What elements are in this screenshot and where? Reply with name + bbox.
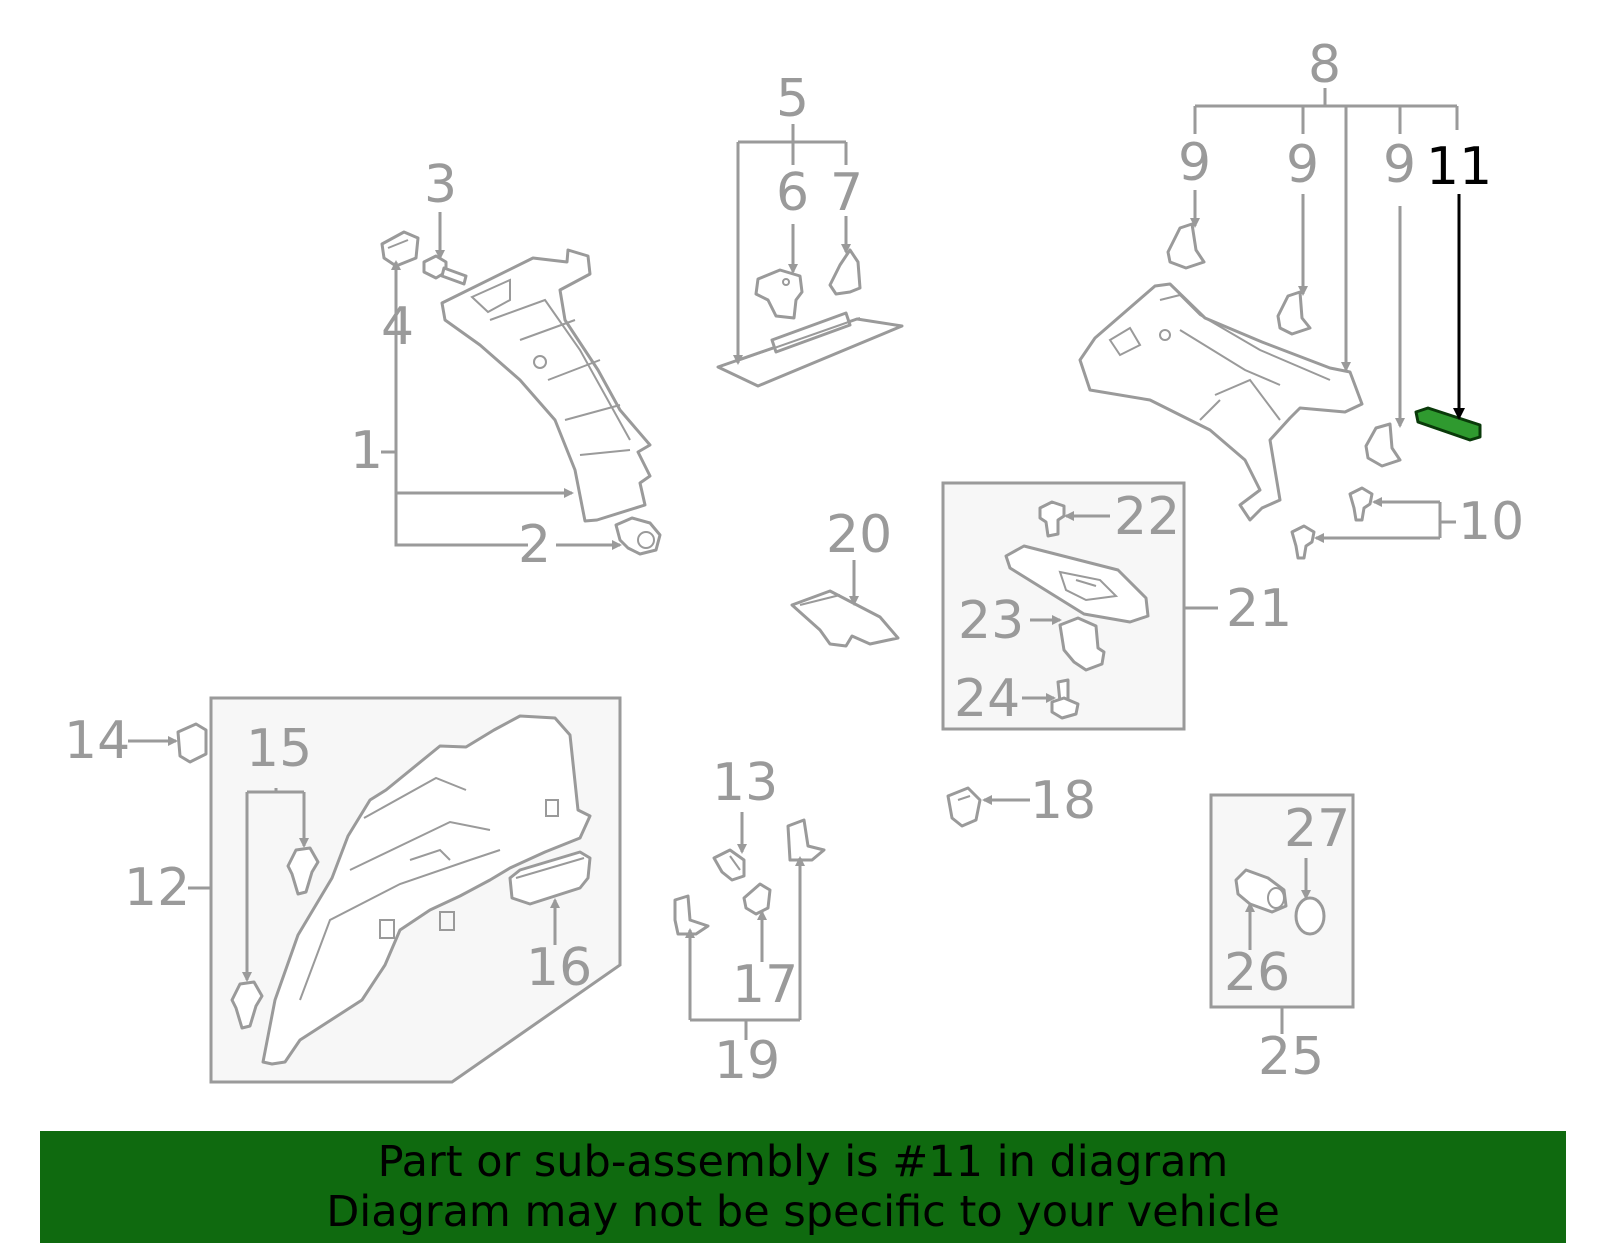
callout-18: 18 [1030, 771, 1096, 831]
part-19-clip-b[interactable] [786, 818, 826, 862]
callout-11: 11 [1426, 137, 1492, 197]
part-10-clip-a[interactable] [1348, 486, 1374, 522]
part-16-lamp[interactable] [508, 850, 592, 906]
callout-27: 27 [1284, 799, 1350, 859]
callout-4: 4 [381, 297, 414, 357]
callout-1: 1 [350, 421, 383, 481]
part-27-cap[interactable] [1294, 896, 1326, 936]
part-2-clip[interactable] [614, 516, 662, 556]
callout-26: 26 [1224, 943, 1290, 1003]
part-15-clip-a[interactable] [286, 846, 320, 896]
part-12-side-trim[interactable] [261, 714, 592, 1066]
part-9-clip-c[interactable] [1364, 422, 1402, 468]
part-23-switch[interactable] [1058, 616, 1106, 672]
part-6-bracket[interactable] [754, 268, 804, 320]
part-17-clip[interactable] [742, 882, 772, 916]
callout-16: 16 [526, 938, 592, 998]
callout-3: 3 [424, 155, 457, 215]
callout-2: 2 [518, 515, 551, 575]
callout-9c: 9 [1383, 135, 1416, 195]
part-7-bracket[interactable] [828, 248, 862, 296]
callout-7: 7 [830, 163, 863, 223]
part-1-pillar-trim[interactable] [440, 248, 652, 523]
part-11-highlighted[interactable] [1414, 406, 1482, 442]
callout-17: 17 [732, 955, 798, 1015]
part-20-trim[interactable] [790, 589, 900, 648]
part-10-clip-b[interactable] [1290, 524, 1316, 560]
callout-6: 6 [776, 163, 809, 223]
part-24-screw[interactable] [1050, 678, 1080, 720]
part-13-clip[interactable] [712, 848, 746, 882]
part-3-bolt[interactable] [422, 254, 468, 286]
callout-22: 22 [1114, 487, 1180, 547]
part-18-clip[interactable] [946, 786, 982, 828]
callout-10: 10 [1458, 492, 1524, 552]
part-5-rail[interactable] [716, 311, 904, 388]
part-4-clip[interactable] [380, 230, 420, 268]
callout-9b: 9 [1286, 135, 1319, 195]
part-21-cover[interactable] [1004, 544, 1150, 624]
callout-15: 15 [246, 719, 312, 779]
part-9-clip-a[interactable] [1166, 222, 1206, 270]
banner-line-2: Diagram may not be specific to your vehi… [326, 1187, 1280, 1237]
callout-13: 13 [712, 753, 778, 813]
part-22-clip[interactable] [1038, 500, 1066, 538]
callout-labels: 1 2 3 4 5 6 7 8 9 9 9 11 10 12 13 14 15 … [64, 35, 1524, 1091]
part-26-socket[interactable] [1234, 868, 1288, 914]
part-9-clip-b[interactable] [1276, 290, 1312, 336]
callout-12: 12 [124, 858, 190, 918]
callout-24: 24 [954, 669, 1020, 729]
callout-20: 20 [826, 505, 892, 565]
callout-14: 14 [64, 711, 130, 771]
banner-line-1: Part or sub-assembly is #11 in diagram [377, 1137, 1229, 1187]
callout-25: 25 [1258, 1027, 1324, 1087]
callout-5: 5 [776, 69, 809, 129]
callout-8: 8 [1308, 35, 1341, 95]
callout-9a: 9 [1178, 133, 1211, 193]
callout-21: 21 [1226, 579, 1292, 639]
part-8-deck-trim[interactable] [1078, 282, 1364, 522]
part-14-clip[interactable] [176, 722, 208, 764]
callout-19: 19 [714, 1031, 780, 1091]
info-banner: Part or sub-assembly is #11 in diagram D… [40, 1131, 1566, 1243]
part-19-clip-a[interactable] [673, 894, 710, 936]
leader-lines [128, 88, 1465, 1040]
callout-23: 23 [958, 591, 1024, 651]
part-15-clip-b[interactable] [230, 980, 264, 1030]
